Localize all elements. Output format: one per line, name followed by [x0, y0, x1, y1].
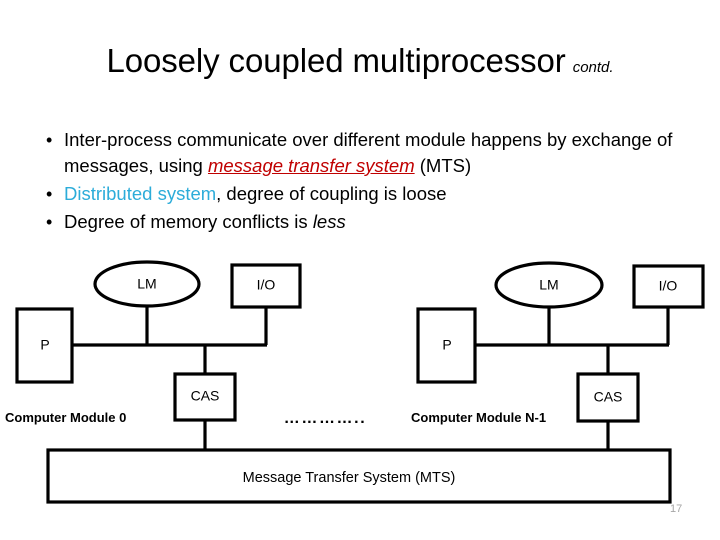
bullet-3-text-pre: Degree of memory conflicts is	[64, 211, 313, 232]
page-number: 17	[670, 503, 683, 515]
bullet-1-text-post: (MTS)	[414, 155, 472, 176]
bullet-1-emphasis-mts: message transfer system	[207, 155, 415, 176]
module-n1-processor-box	[416, 307, 477, 384]
bullet-list: • Inter-process communicate over differen…	[36, 127, 696, 235]
bullet-item-2: • Distributed system, degree of coupling …	[36, 181, 696, 207]
module-n1-cas-box	[576, 372, 640, 423]
module-n-1-group: P LM I/O CAS Computer Module N-1	[411, 261, 705, 450]
module-n1-io-box	[632, 264, 705, 309]
module-0-processor-label: P	[40, 337, 49, 353]
bullet-item-3: • Degree of memory conflicts is less	[36, 209, 696, 235]
bullet-marker-icon: •	[46, 130, 53, 150]
module-0-cas-label: CAS	[191, 388, 220, 404]
module-0-local-memory-label: LM	[137, 276, 156, 292]
module-0-group: P LM I/O CAS Computer Module 0	[5, 260, 302, 450]
module-n1-local-memory-label: LM	[539, 277, 558, 293]
bullet-3-emphasis-less: less	[312, 211, 346, 232]
message-transfer-system-box	[46, 448, 672, 504]
module-0-local-memory-ellipse	[93, 260, 201, 308]
module-n1-io-label: I/O	[659, 278, 678, 294]
module-n1-caption: Computer Module N-1	[411, 410, 546, 425]
module-n1-cas-label: CAS	[594, 389, 623, 405]
page-title: Loosely coupled multiprocessor contd.	[0, 42, 720, 80]
message-transfer-system-label: Message Transfer System (MTS)	[243, 470, 456, 486]
module-0-caption: Computer Module 0	[5, 410, 126, 425]
module-0-io-label: I/O	[257, 277, 276, 293]
bullet-marker-icon: •	[46, 212, 53, 232]
modules-ellipsis: …………..	[284, 410, 367, 427]
title-contd-text: contd.	[572, 59, 614, 76]
bullet-2-text-post: , degree of coupling is loose	[216, 183, 447, 204]
bullet-2-emphasis-distributed: Distributed system	[64, 183, 217, 204]
title-main-text: Loosely coupled multiprocessor	[106, 42, 566, 79]
bullet-1-text-pre: Inter-process communicate over different…	[64, 129, 673, 176]
bullet-item-1: • Inter-process communicate over differen…	[36, 127, 696, 179]
module-n1-processor-label: P	[442, 337, 451, 353]
module-0-processor-box	[15, 307, 74, 384]
module-0-cas-box	[173, 372, 237, 422]
module-n1-local-memory-ellipse	[494, 261, 604, 309]
bullet-marker-icon: •	[46, 184, 53, 204]
module-0-io-box	[230, 263, 302, 309]
